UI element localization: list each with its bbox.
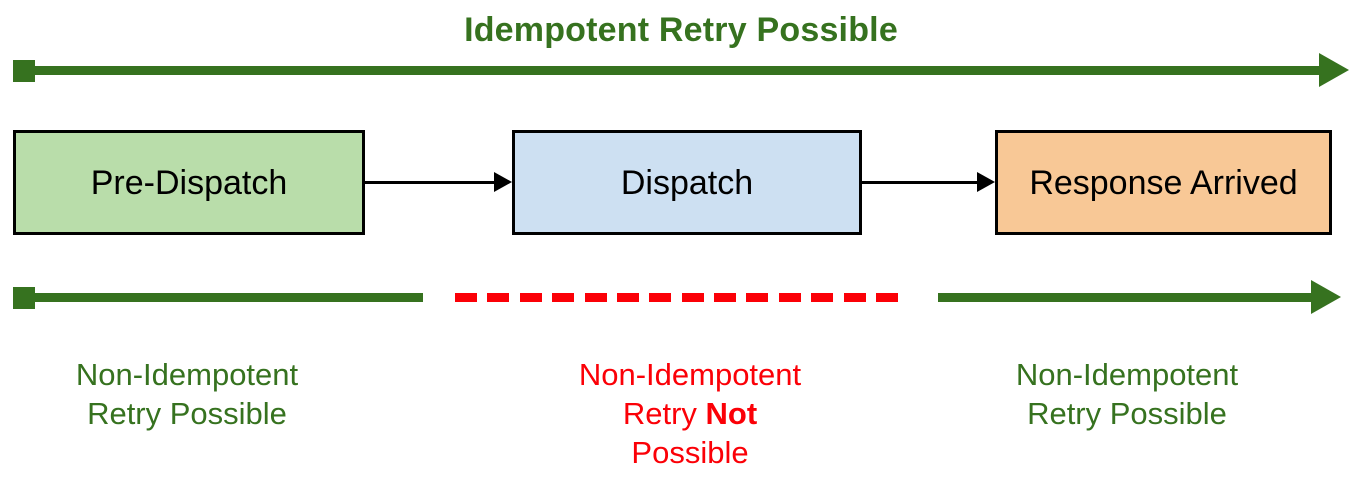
caption-middle-line3: Possible [631,435,749,470]
dash-segment [681,293,704,302]
connector-dispatch-to-response-arrived [862,172,995,192]
bottom-left-start-square [13,287,35,309]
caption-middle-line2-emphasis: Not [705,396,758,431]
connector-line [862,181,978,184]
bottom-rail-middle-dashed-segment [455,293,898,302]
caption-middle-line1: Non-Idempotent [578,357,802,392]
caption-right-line2: Retry Possible [1027,396,1227,431]
caption-right: Non-Idempotent Retry Possible [940,355,1314,433]
dash-segment [519,293,542,302]
dash-segment [552,293,575,302]
connector-pre-dispatch-to-dispatch [365,172,512,192]
dash-segment [746,293,769,302]
caption-left-line1: Non-Idempotent [75,357,299,392]
caption-right-line1: Non-Idempotent [1015,357,1239,392]
flow-box-dispatch[interactable]: Dispatch [512,130,862,235]
top-rail-line [33,66,1319,75]
bottom-right-line [938,293,1311,302]
dash-segment [778,293,801,302]
caption-left-line2: Retry Possible [87,396,287,431]
flow-box-response-arrived[interactable]: Response Arrived [995,130,1332,235]
top-arrow-rail [13,53,1349,87]
connector-line [365,181,495,184]
dash-segment [616,293,639,302]
caption-middle-line2: Retry Not [500,394,880,433]
dash-segment [875,293,898,302]
dash-segment [714,293,736,302]
top-band-title: Idempotent Retry Possible [464,11,898,49]
bottom-right-arrowhead-icon [1311,280,1341,314]
bottom-left-line [33,293,423,302]
dash-segment [811,293,834,302]
dash-segment [487,293,510,302]
dash-segment [649,293,672,302]
connector-arrowhead-icon [977,172,995,192]
flow-box-pre-dispatch[interactable]: Pre-Dispatch [13,130,365,235]
caption-left: Non-Idempotent Retry Possible [0,355,374,433]
flow-box-dispatch-label: Dispatch [620,163,754,202]
top-rail-start-square [13,60,35,82]
bottom-rail-right-segment [938,280,1349,314]
dash-segment [455,293,477,302]
caption-middle-line2-text: Retry [622,396,706,431]
flow-box-pre-dispatch-label: Pre-Dispatch [90,163,288,202]
dash-segment [843,293,866,302]
flow-box-response-arrived-label: Response Arrived [1029,163,1298,202]
dash-segment [584,293,607,302]
caption-middle: Non-Idempotent Retry Not Possible [500,355,880,472]
bottom-rail-left-segment [13,285,423,311]
connector-arrowhead-icon [494,172,512,192]
top-rail-arrowhead-icon [1319,53,1349,87]
